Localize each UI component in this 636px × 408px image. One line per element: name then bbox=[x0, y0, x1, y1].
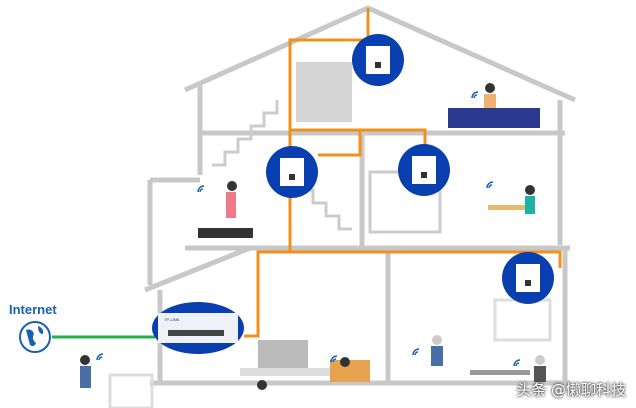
wardrobe bbox=[296, 62, 352, 122]
kitchen-cabinet bbox=[493, 298, 552, 342]
treadmill bbox=[198, 228, 253, 238]
tv-stand bbox=[240, 368, 330, 376]
dining-table bbox=[470, 370, 530, 375]
internet-label: Internet bbox=[9, 302, 57, 317]
watermark: 头条 @懒聊科技 bbox=[516, 381, 626, 399]
staircase bbox=[212, 100, 279, 167]
switch-device[interactable]: TP-LINK bbox=[152, 302, 244, 354]
armchair bbox=[330, 360, 370, 382]
access-point-study[interactable] bbox=[398, 144, 450, 196]
ethernet-cables bbox=[244, 8, 562, 338]
switch-brand: TP-LINK bbox=[164, 317, 180, 322]
access-point-top[interactable] bbox=[352, 34, 404, 86]
tv bbox=[258, 340, 308, 368]
access-point-stairs[interactable] bbox=[266, 146, 318, 198]
staircase-lower bbox=[300, 188, 352, 231]
house-walls bbox=[144, 5, 577, 386]
bed bbox=[448, 108, 540, 128]
people bbox=[80, 83, 546, 390]
wifi-icon bbox=[96, 91, 521, 367]
access-point-kitchen[interactable] bbox=[502, 252, 554, 304]
fence bbox=[108, 373, 154, 408]
globe-icon bbox=[19, 321, 51, 353]
desk bbox=[488, 205, 528, 210]
